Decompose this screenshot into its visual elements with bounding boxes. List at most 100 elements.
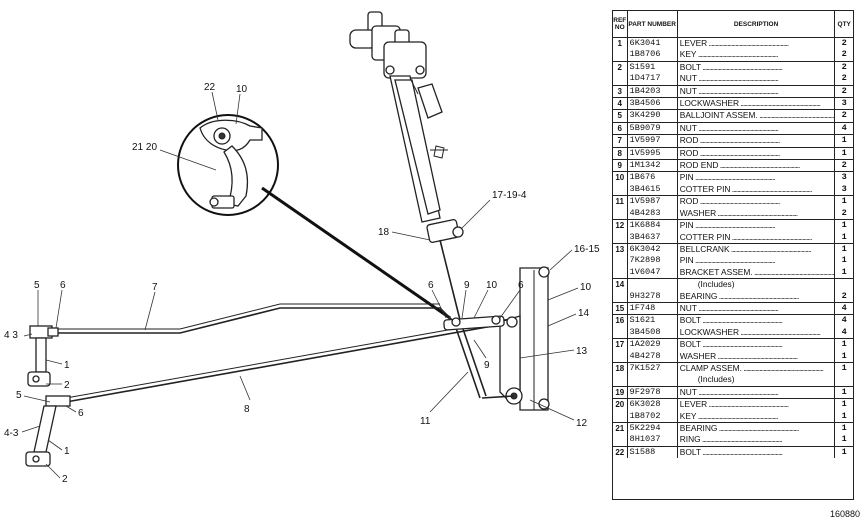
header-part-number: PART NUMBER bbox=[627, 11, 678, 38]
lower-rod bbox=[45, 317, 516, 407]
callout-10-right: 10 bbox=[580, 282, 592, 293]
qty-cell: 1 bbox=[834, 195, 853, 208]
callout-10-inset: 10 bbox=[236, 84, 248, 95]
part-number-cell: 1B676 bbox=[627, 171, 678, 184]
callout-14: 14 bbox=[578, 308, 590, 319]
description-cell: KEY ....................................… bbox=[677, 410, 836, 423]
dot-leader: ........................................… bbox=[718, 160, 801, 171]
description-cell: CLAMP ASSEM. ...........................… bbox=[677, 361, 836, 375]
ref-cell: 3 bbox=[613, 84, 628, 98]
ref-cell: 12 bbox=[613, 219, 628, 232]
ref-cell: 8 bbox=[613, 146, 628, 160]
part-number-cell: 1B8706 bbox=[627, 49, 678, 62]
description-cell: BALLJOINT ASSEM. .......................… bbox=[677, 109, 836, 123]
ref-cell bbox=[613, 326, 628, 339]
part-number-cell: 6K3042 bbox=[627, 242, 678, 256]
dot-leader: ........................................… bbox=[752, 266, 834, 277]
table-row: (Includes) bbox=[613, 374, 853, 387]
part-number-cell: 5K2294 bbox=[627, 422, 678, 435]
part-number-cell bbox=[627, 374, 678, 387]
part-number-cell: 4B4283 bbox=[627, 207, 678, 220]
description-cell: BOLT ...................................… bbox=[677, 338, 836, 351]
ref-cell: 5 bbox=[613, 109, 628, 123]
part-number-cell: 1V5995 bbox=[627, 146, 678, 160]
qty-cell: 2 bbox=[834, 109, 853, 123]
callout-11: 11 bbox=[420, 416, 431, 427]
part-number-cell: 1F748 bbox=[627, 301, 678, 315]
dot-leader: ........................................… bbox=[717, 290, 800, 301]
part-number-cell: 1B8702 bbox=[627, 410, 678, 423]
qty-cell: 1 bbox=[841, 350, 847, 361]
callout-4-3-lower: 4-3 bbox=[4, 428, 19, 439]
dot-leader: ........................................… bbox=[707, 38, 790, 48]
dot-leader: ........................................… bbox=[696, 85, 779, 96]
dot-leader: ........................................… bbox=[696, 410, 779, 421]
qty-cell: 1 bbox=[834, 146, 853, 160]
qty-cell: 4 bbox=[834, 121, 853, 135]
ref-cell: 1 bbox=[613, 37, 628, 50]
part-number-cell: 7K2898 bbox=[627, 255, 678, 267]
qty-cell: 2 bbox=[834, 84, 853, 98]
dot-leader: ........................................… bbox=[757, 110, 835, 121]
qty-cell: 1 bbox=[834, 385, 853, 399]
description-cell: BELLCRANK ..............................… bbox=[677, 242, 836, 256]
callout-6-right: 6 bbox=[518, 280, 524, 291]
callout-5-upper: 5 bbox=[34, 280, 40, 291]
callout-7: 7 bbox=[152, 282, 158, 293]
part-number-cell: 1V5987 bbox=[627, 195, 678, 208]
ref-cell: 19 bbox=[613, 385, 628, 399]
part-number-cell: 1B4203 bbox=[627, 84, 678, 98]
dot-leader: ........................................… bbox=[701, 61, 783, 72]
ref-cell: 21 bbox=[613, 422, 628, 435]
part-number-cell: 3B4508 bbox=[627, 326, 678, 339]
qty-cell: 4 bbox=[841, 326, 847, 337]
description-cell: NUT ....................................… bbox=[677, 385, 836, 399]
callout-12: 12 bbox=[576, 418, 588, 429]
dot-leader: ........................................… bbox=[739, 326, 821, 337]
description-cell: RING ...................................… bbox=[677, 434, 836, 447]
qty-cell: 3 bbox=[834, 97, 853, 110]
description-cell: ROD ....................................… bbox=[677, 146, 836, 160]
description-cell: LOCKWASHER .............................… bbox=[677, 326, 836, 339]
qty-cell: 1 bbox=[834, 398, 853, 411]
part-number-cell: 1V6047 bbox=[627, 266, 678, 279]
dot-leader: ........................................… bbox=[696, 73, 779, 84]
dot-leader: ........................................… bbox=[730, 231, 813, 242]
ref-cell bbox=[613, 207, 628, 220]
description-cell: (Includes) bbox=[677, 374, 836, 387]
qty-cell: 1 bbox=[834, 338, 853, 351]
callout-13: 13 bbox=[576, 346, 588, 357]
ref-cell: 6 bbox=[613, 121, 628, 135]
ref-cell bbox=[613, 434, 628, 447]
description-cell: ROD ....................................… bbox=[677, 134, 836, 148]
qty-cell: 1 bbox=[841, 434, 847, 445]
qty-cell: 3 bbox=[841, 183, 847, 194]
qty-cell: 4 bbox=[834, 301, 853, 315]
callout-8: 8 bbox=[244, 404, 250, 415]
dot-leader: ........................................… bbox=[701, 339, 783, 350]
qty-cell: 1 bbox=[834, 445, 853, 459]
description-cell: PIN ....................................… bbox=[677, 255, 836, 267]
dot-leader: ........................................… bbox=[741, 362, 824, 373]
description-cell: COTTER PIN .............................… bbox=[677, 183, 836, 196]
ref-cell: 7 bbox=[613, 134, 628, 148]
callout-22: 22 bbox=[204, 82, 216, 93]
dot-leader: ........................................… bbox=[739, 98, 821, 109]
header-ref-no: REF NO bbox=[613, 11, 628, 38]
